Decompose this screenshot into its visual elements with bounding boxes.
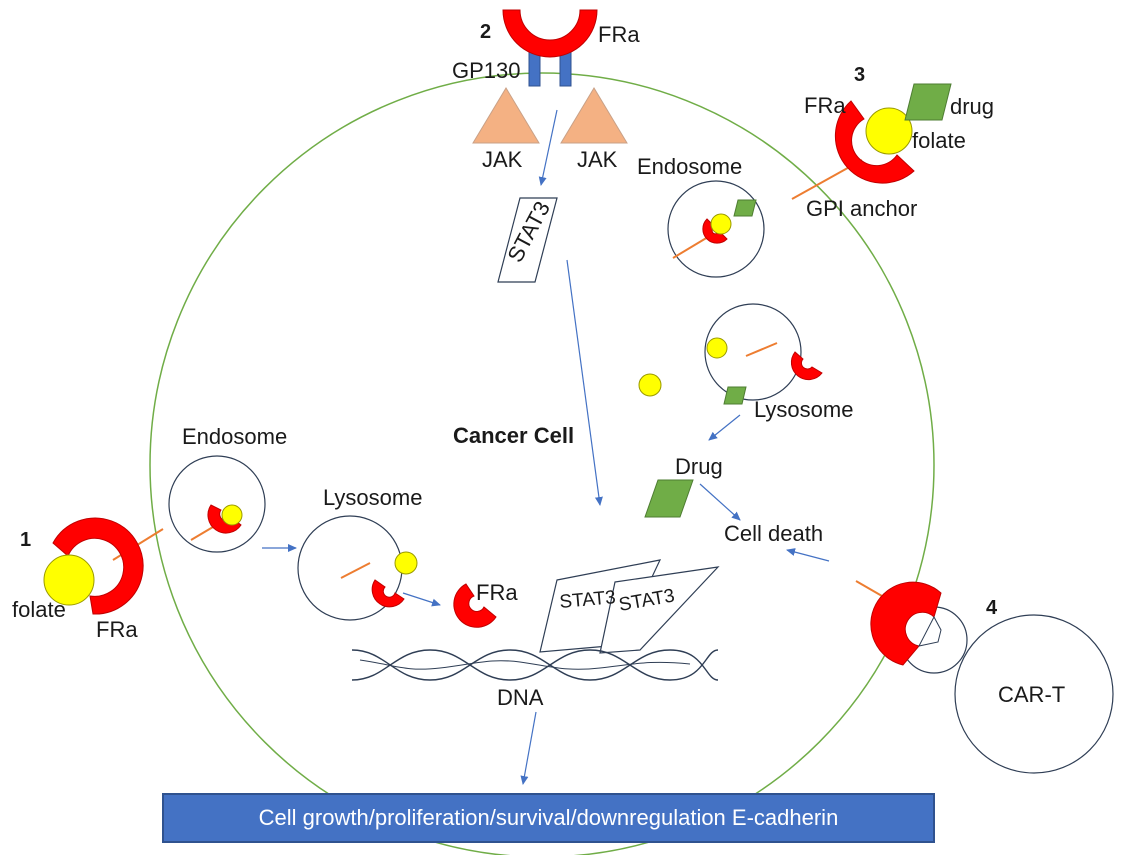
cancer-cell-membrane: [149, 72, 935, 855]
lysosome-right-folate: [706, 337, 728, 359]
label-drug-mid: Drug: [675, 454, 723, 479]
endosome-right-folate: [710, 213, 732, 235]
label-stat3-dna-a: STAT3: [559, 587, 617, 613]
folate-ligand-3: [865, 107, 913, 155]
label-dna: DNA: [497, 685, 544, 710]
fra-receptor-1: [52, 517, 144, 615]
free-folate: [638, 373, 662, 397]
label-jak-right: JAK: [577, 147, 618, 172]
label-number-4: 4: [986, 597, 998, 619]
fra-receptor-3: [834, 100, 915, 184]
fra-receptor-4: [870, 581, 942, 666]
folate-ligand-1: [43, 554, 95, 606]
stat3-dimer-b: [599, 566, 720, 654]
recycled-fra-receptor: [453, 583, 497, 628]
car-t-cell: [954, 614, 1114, 774]
arrow-lysosome-to-fra: [402, 592, 441, 607]
label-endosome-right: Endosome: [637, 154, 742, 179]
dna-strand-1: [351, 649, 719, 681]
arrow-jak-to-stat3: [538, 109, 558, 186]
endosome-right-anchor: [672, 236, 709, 259]
label-folate-1: folate: [12, 597, 66, 622]
lysosome-left-anchor: [340, 562, 371, 579]
arrow-cart-to-death: [786, 548, 830, 562]
arrow-dna-to-outcome: [520, 711, 537, 785]
fra-receptor-top: [502, 9, 598, 58]
label-gp130: GP130: [452, 58, 521, 83]
arrow-drug-to-death: [699, 483, 741, 521]
lysosome-right-receptor: [790, 351, 823, 381]
jak-right-triangle: [560, 87, 628, 144]
label-lysosome-left: Lysosome: [323, 485, 422, 510]
car-t-anchor: [855, 580, 883, 597]
jak-left-triangle: [472, 87, 540, 144]
released-drug: [644, 479, 694, 518]
lysosome-left-receptor: [371, 579, 405, 608]
label-number-1: 1: [20, 529, 31, 551]
label-drug-3: drug: [950, 94, 994, 119]
label-fra-1: FRa: [96, 617, 138, 642]
endosome-right-receptor: [702, 218, 728, 244]
label-lysosome-right: Lysosome: [754, 397, 853, 422]
label-number-3: 3: [854, 64, 865, 86]
stat3-monomer: [497, 197, 558, 283]
label-fra-top: FRa: [598, 22, 640, 47]
label-endosome-left: Endosome: [182, 424, 287, 449]
label-fra-free: FRa: [476, 580, 518, 605]
label-fra-3: FRa: [804, 93, 846, 118]
label-cell-death: Cell death: [724, 521, 823, 546]
label-jak-left: JAK: [482, 147, 523, 172]
arrow-stat3-to-nucleus: [566, 259, 603, 506]
endosome-left-receptor: [207, 504, 242, 534]
label-car-t: CAR-T: [998, 682, 1065, 707]
lysosome-right-anchor: [745, 342, 778, 357]
outcome-banner: Cell growth/proliferation/survival/downr…: [162, 793, 935, 843]
endosome-right-drug: [733, 199, 757, 217]
label-folate-3: folate: [912, 128, 966, 153]
label-gpi-anchor: GPI anchor: [806, 196, 917, 221]
endosome-left: [168, 455, 266, 553]
label-number-2: 2: [480, 21, 491, 43]
dna-strand-2: [351, 649, 719, 681]
drug-payload-3: [904, 83, 952, 121]
label-cancer-cell: Cancer Cell: [453, 423, 574, 448]
dna-strand-3: [359, 659, 691, 670]
lysosome-left-folate: [394, 551, 418, 575]
lysosome-right-drug: [723, 386, 747, 405]
car-t-binding-pocket: [918, 615, 942, 647]
endosome-left-folate: [221, 504, 243, 526]
arrow-lysosome-to-drug: [708, 414, 741, 441]
